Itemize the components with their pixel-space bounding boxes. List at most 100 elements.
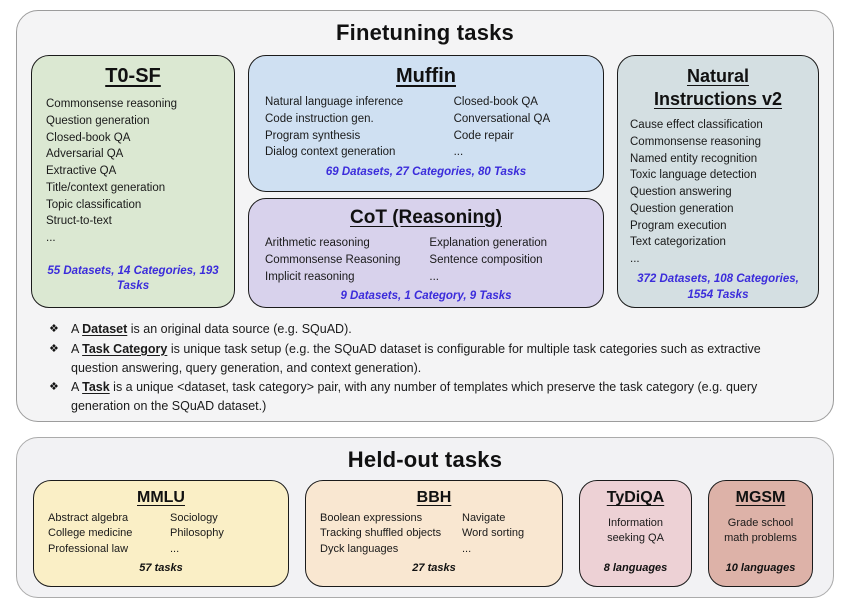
task-item: Named entity recognition [630, 152, 758, 165]
t0sf-stats: 55 Datasets, 14 Categories, 193 Tasks [47, 264, 219, 293]
definition-task: ❖ A Task is a unique <dataset, task cate… [49, 378, 803, 416]
task-item: Professional law [48, 542, 129, 555]
task-item: Program synthesis [265, 129, 361, 142]
muffin-title: Muffin [396, 65, 456, 87]
task-item: Conversational QA [453, 112, 551, 125]
diamond-bullet-icon: ❖ [49, 323, 59, 335]
muffin-stats: 69 Datasets, 27 Categories, 80 Tasks [325, 166, 527, 179]
task-item: Code repair [453, 129, 514, 142]
mmlu-title: MMLU [137, 489, 185, 506]
cot-stats: 9 Datasets, 1 Category, 9 Tasks [340, 290, 512, 303]
task-item: Toxic language detection [630, 169, 757, 182]
task-item: Closed-book QA [453, 96, 538, 108]
task-item: Commonsense Reasoning [265, 253, 401, 266]
muffin-task-list-right: Closed-book QA Conversational QA Code repa… [454, 94, 589, 161]
t0sf-title: T0-SF [105, 65, 161, 87]
task-item: Commonsense reasoning [46, 98, 178, 110]
mgsm-title: MGSM [735, 489, 786, 506]
task-item: Extractive QA [46, 165, 117, 178]
task-item: ... [630, 253, 640, 266]
definition-text: A Task Category is unique task setup (e.… [71, 341, 761, 375]
mmlu-stats: 57 tasks [139, 562, 183, 575]
definitions-list: ❖ A Dataset is an original data source (… [17, 308, 833, 416]
task-item: Tracking shuffled objects [320, 527, 442, 540]
task-item: Title/context generation [46, 181, 166, 194]
tydiqa-stats: 8 languages [603, 562, 668, 575]
task-item: ... [429, 270, 440, 283]
heldout-title: Held-out tasks [347, 447, 503, 472]
task-item: College medicine [48, 527, 133, 540]
niv2-stats: 372 Datasets, 108 Categories, 1554 Tasks [637, 273, 799, 301]
task-item: Question generation [46, 114, 150, 127]
task-term: Task [82, 380, 110, 395]
diamond-bullet-icon: ❖ [49, 381, 59, 394]
natural-instructions-v2-box: Natural Instructions v2 Cause effect cla… [617, 55, 819, 308]
mgsm-box: MGSM Grade school math problems 10 langu… [708, 480, 813, 587]
task-item: Code instruction gen. [265, 112, 374, 125]
task-item: Dialog context generation [265, 146, 396, 159]
task-item: Boolean expressions [320, 512, 423, 524]
bbh-title: BBH [416, 489, 452, 506]
diamond-bullet-icon: ❖ [49, 342, 59, 355]
task-item: Topic classification [46, 198, 142, 211]
finetuning-section: Finetuning tasks T0-SF Commonsense reaso… [16, 10, 834, 422]
task-item: Program execution [630, 219, 727, 232]
task-item: Dyck languages [320, 542, 399, 555]
task-item: Sentence composition [429, 253, 543, 266]
task-item: ... [46, 232, 56, 245]
task-item: Commonsense reasoning [630, 135, 762, 148]
natural-instructions-v2-title: Natural Instructions v2 [653, 66, 783, 109]
finetuning-title: Finetuning tasks [336, 20, 514, 45]
definition-text: A Task is a unique <dataset, task catego… [71, 380, 758, 413]
task-item: Sociology [170, 512, 218, 524]
task-item: ... [453, 146, 464, 159]
task-item: Closed-book QA [46, 131, 131, 144]
bbh-stats: 27 tasks [412, 562, 456, 575]
task-item: Word sorting [462, 527, 525, 540]
mgsm-description: Grade school math problems [724, 517, 797, 544]
task-item: ... [170, 542, 180, 555]
mgsm-stats: 10 languages [725, 562, 796, 575]
task-item: Natural language inference [265, 96, 404, 108]
definition-dataset: ❖ A Dataset is an original data source (… [49, 320, 803, 339]
task-item: Question answering [630, 186, 732, 199]
tydiqa-title: TyDiQA [606, 489, 665, 506]
definition-text: A Dataset is an original data source (e.… [71, 322, 352, 336]
task-item: Question generation [630, 202, 734, 215]
cot-title: CoT (Reasoning) [350, 207, 502, 228]
task-item: Text categorization [630, 236, 726, 249]
task-item: Philosophy [170, 527, 224, 540]
task-item: Navigate [462, 512, 506, 524]
task-item: Abstract algebra [48, 512, 129, 524]
task-item: Cause effect classification [630, 119, 763, 131]
tydiqa-box: TyDiQA Information seeking QA 8 language… [579, 480, 692, 587]
task-item: Explanation generation [429, 237, 548, 249]
task-item: Adversarial QA [46, 148, 124, 161]
dataset-term: Dataset [82, 322, 128, 336]
tydiqa-description: Information seeking QA [607, 517, 664, 544]
task-category-term: Task Category [82, 341, 168, 356]
task-item: Arithmetic reasoning [265, 237, 370, 249]
task-item: ... [462, 542, 472, 555]
